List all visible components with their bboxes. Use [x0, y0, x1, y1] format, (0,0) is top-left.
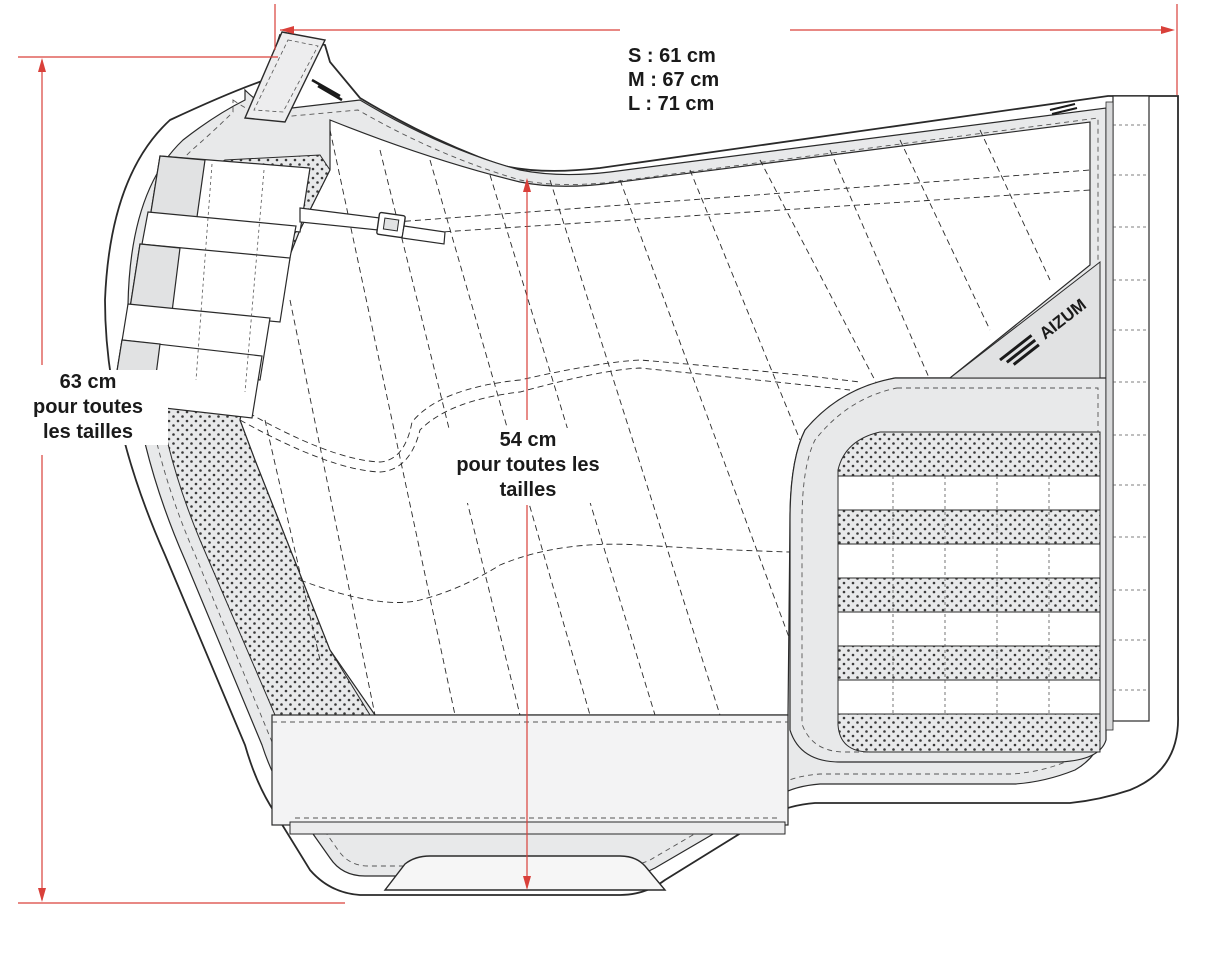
- buckle-strap: [299, 207, 446, 245]
- left-straps: [111, 155, 311, 419]
- right-straps: [837, 475, 1101, 715]
- width-dimension-label: S : 61 cm M : 67 cm L : 71 cm: [628, 44, 719, 116]
- width-size-s: S : 61 cm: [628, 45, 716, 67]
- height-dimension-label: 63 cm pour toutes les tailles: [8, 370, 168, 445]
- dimension-lines: [18, 4, 1178, 904]
- height-value: 63 cm: [59, 371, 117, 393]
- depth-note-1: pour toutes les: [456, 454, 600, 476]
- right-breathable-panel: [837, 431, 1101, 753]
- depth-value: 54 cm: [499, 429, 557, 451]
- pommel-tab: [243, 31, 327, 123]
- depth-note-2: tailles: [499, 479, 557, 501]
- brand-patch: [948, 260, 1101, 379]
- height-note-2: les tailles: [42, 421, 134, 443]
- brand-logo-icon: [999, 334, 1040, 366]
- height-note-1: pour toutes: [33, 396, 143, 418]
- width-size-l: L : 71 cm: [628, 93, 715, 115]
- bottom-cutout: [383, 855, 667, 891]
- bottom-band: [271, 714, 789, 826]
- spine-strip: [1112, 95, 1150, 722]
- width-size-m: M : 67 cm: [628, 69, 720, 91]
- depth-dimension-label: 54 cm pour toutes les tailles: [438, 428, 618, 503]
